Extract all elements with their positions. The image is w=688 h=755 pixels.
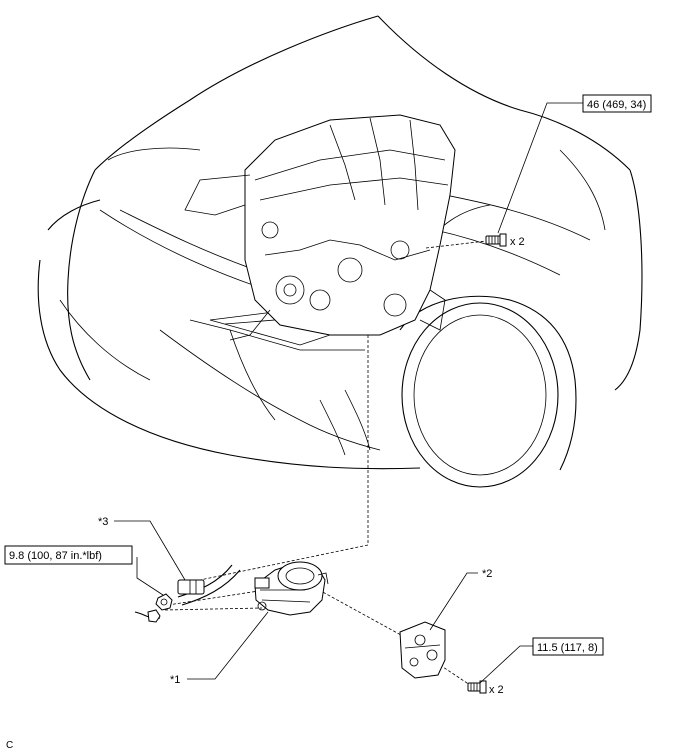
engine-mount-qty-label: x 2	[510, 236, 525, 248]
engine-mount-torque-box	[582, 94, 652, 113]
engine-block	[184, 114, 456, 341]
bracket-bolt-qty-label: x 2	[489, 684, 504, 696]
leader-lines	[114, 102, 583, 684]
bracket-bolt	[467, 680, 487, 694]
bracket-bolt-torque-box	[532, 637, 604, 656]
terminal-nut-torque-label: 9.8 (100, 87 in.*lbf)	[9, 550, 102, 562]
vehicle-body	[37, 15, 643, 471]
alignment-lines	[164, 239, 496, 686]
corner-mark: C	[6, 740, 13, 751]
callout-bracket: *2	[482, 568, 492, 580]
wire-harness	[134, 564, 241, 619]
starter	[254, 561, 329, 616]
terminal-nut	[147, 593, 173, 623]
bracket	[399, 621, 446, 679]
terminal-nut-torque-box	[4, 545, 133, 565]
engine-mount-bolt	[485, 233, 507, 247]
callout-wire-harness: *3	[98, 516, 108, 528]
front-wheel	[401, 302, 559, 488]
bracket-bolt-torque-label: 11.5 (117, 8)	[537, 642, 598, 654]
engine-mount-torque-label: 46 (469, 34)	[587, 99, 646, 111]
callout-starter: *1	[170, 674, 180, 686]
